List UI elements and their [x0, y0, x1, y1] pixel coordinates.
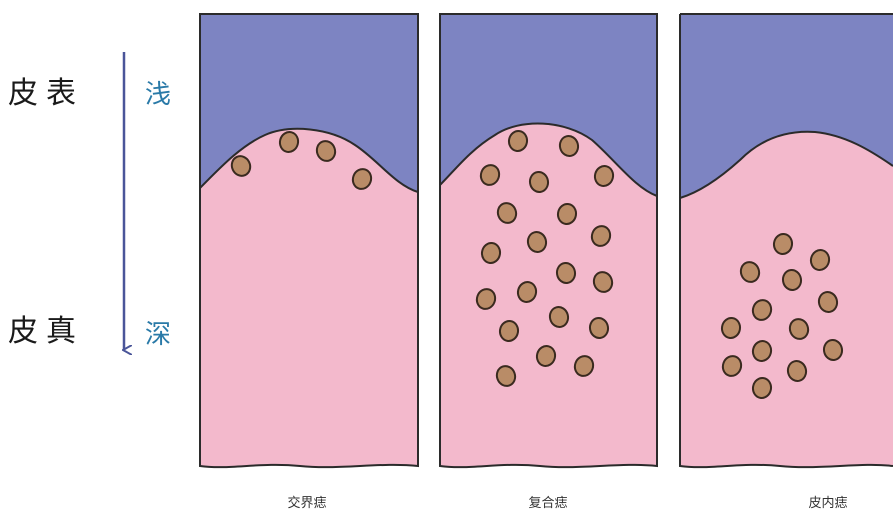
caption-junctional: 交界痣: [247, 492, 367, 511]
caption-intradermal: 皮内痣: [768, 492, 888, 511]
caption-compound: 复合痣: [488, 492, 608, 511]
panel-junctional: [200, 14, 418, 467]
panel-compound: [440, 14, 657, 467]
panel-intradermal: [680, 14, 893, 467]
